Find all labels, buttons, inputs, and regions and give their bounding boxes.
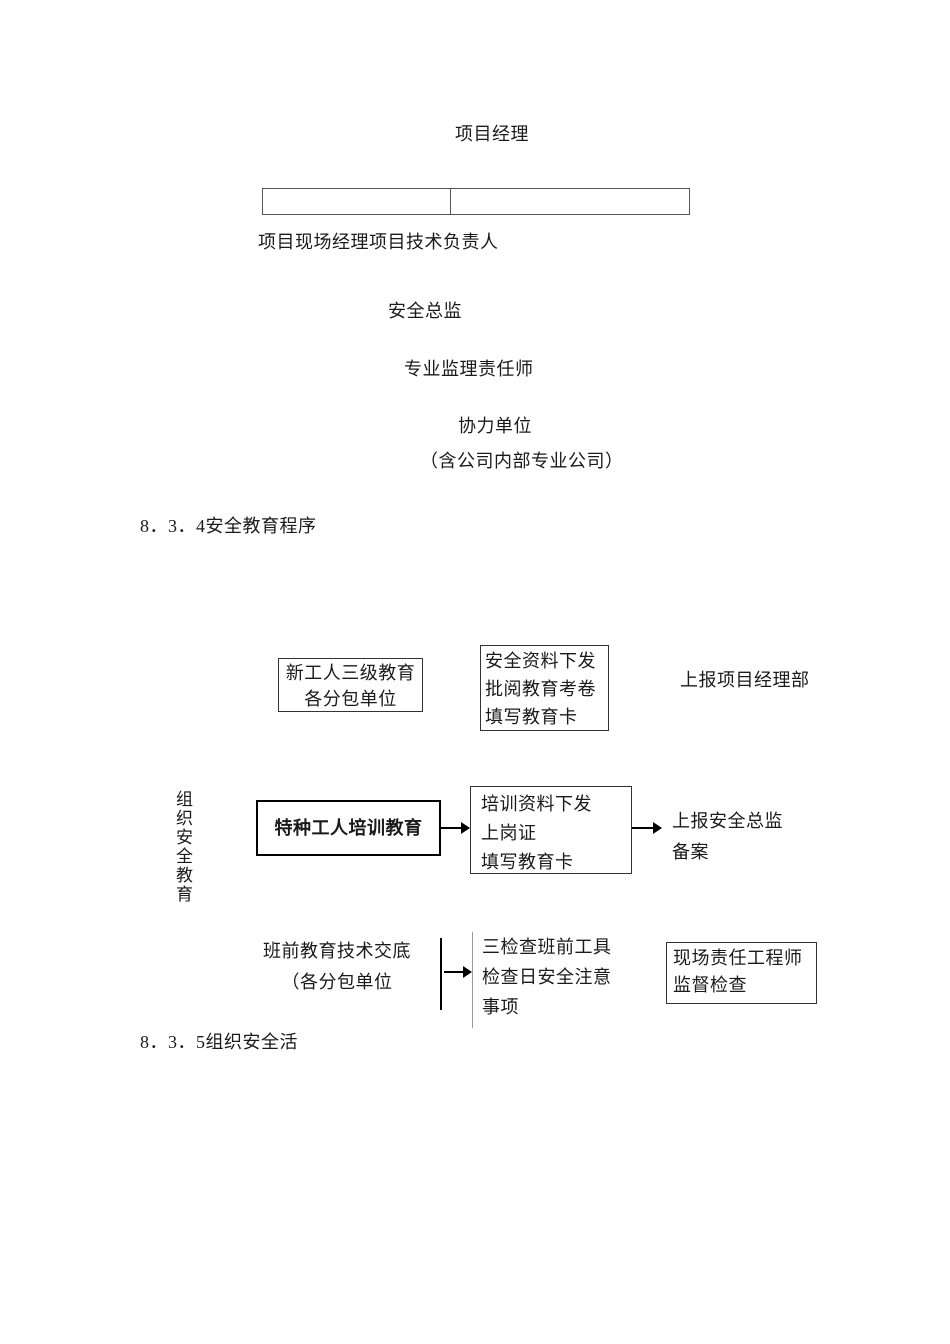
section-heading-834: 8．3．4安全教育程序 [140,516,317,536]
divider-vertical-line [472,932,473,1028]
diagram-report-project-manager-dept: 上报项目经理部 [680,670,810,690]
arrow-head [463,966,472,978]
diagram-box-special-worker-training: 特种工人培训教育 [256,800,441,856]
bracket-vertical-bar [440,938,442,1010]
diagram-vertical-label-organize-safety-education: 组织安全教育 [176,790,193,904]
arrow-right-icon [444,965,472,979]
diagram-text-pre-shift-education: 班前教育技术交底 （各分包单位 [263,941,411,992]
org-cooperating-unit-label: 协力单位 [458,416,532,436]
org-safety-director-label: 安全总监 [388,301,462,321]
org-site-manager-label: 项目现场经理项目技术负责人 [258,232,499,252]
org-project-manager-label: 项目经理 [455,124,529,144]
section-heading-835: 8．3．5组织安全活 [140,1032,298,1052]
arrow-line [441,827,461,829]
arrow-right-icon [441,821,470,835]
diagram-report-safety-director: 上报安全总监 备案 [672,811,783,862]
org-cooperating-unit-note: （含公司内部专业公司） [420,451,624,471]
org-table [262,188,690,215]
diagram-box-new-worker-education: 新工人三级教育 各分包单位 [278,658,423,712]
arrow-head [653,822,662,834]
arrow-line [632,827,653,829]
diagram-box-safety-materials: 安全资料下发 批阅教育考卷 填写教育卡 [480,645,609,731]
arrow-right-icon [632,821,662,835]
diagram-text-three-checks: 三检查班前工具 检查日安全注意 事项 [482,937,612,1017]
org-table-cell-right [451,189,689,214]
org-table-cell-left [263,189,451,214]
diagram-box-site-engineer-supervision: 现场责任工程师 监督检查 [666,942,817,1004]
org-supervision-engineer-label: 专业监理责任师 [404,359,534,379]
arrow-head [461,822,470,834]
arrow-line [444,971,463,973]
diagram-box-training-materials: 培训资料下发 上岗证 填写教育卡 [470,786,632,874]
